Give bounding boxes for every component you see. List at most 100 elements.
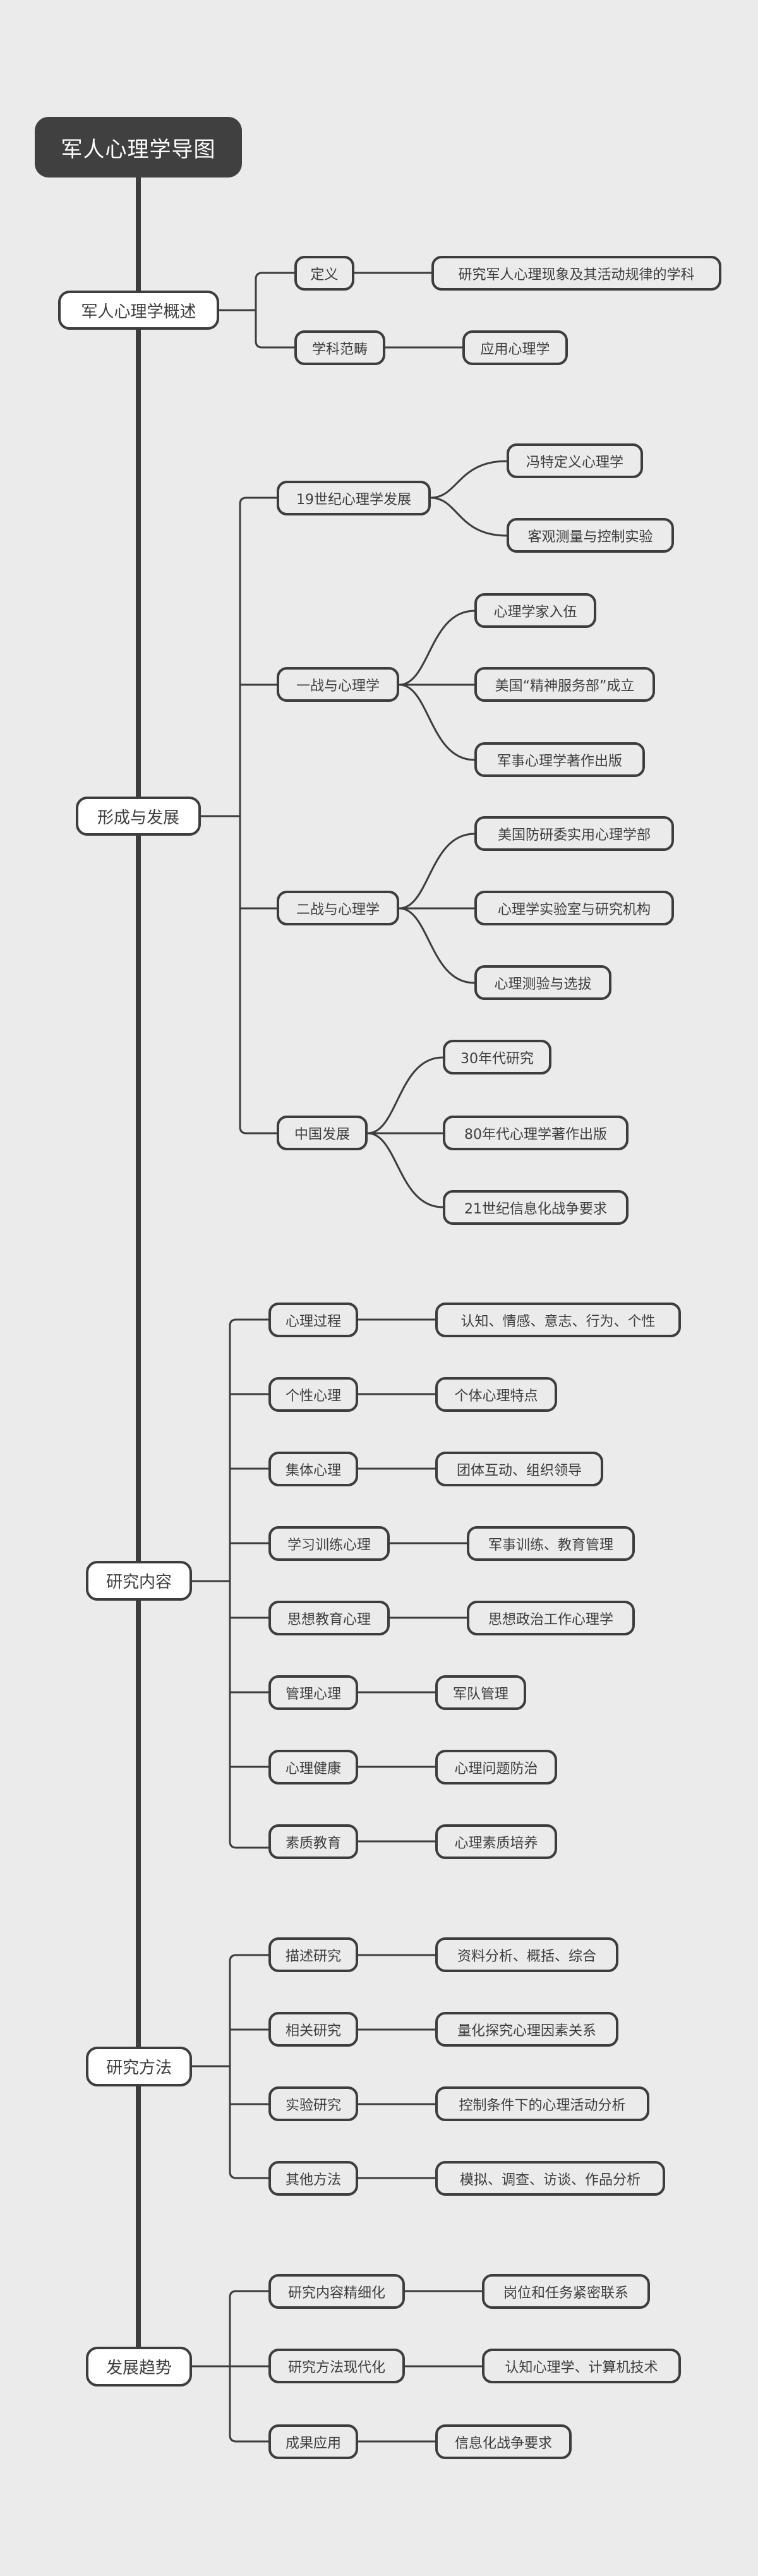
detail-label: 心理学实验室与研究机构 xyxy=(497,901,651,918)
detail-refined-content[interactable]: 岗位和任务紧密联系 xyxy=(482,2274,650,2309)
subtopic-19th-century[interactable]: 19世纪心理学发展 xyxy=(277,481,431,515)
subtopic-other-methods[interactable]: 其他方法 xyxy=(268,2161,358,2196)
branch-formation[interactable]: 形成与发展 xyxy=(76,797,201,836)
subtopic-mental-process[interactable]: 心理过程 xyxy=(268,1303,358,1337)
subtopic-modern-methods[interactable]: 研究方法现代化 xyxy=(268,2349,405,2383)
subtopic-label: 心理健康 xyxy=(285,1760,341,1777)
detail-discipline[interactable]: 应用心理学 xyxy=(462,330,568,365)
detail-label: 军事训练、教育管理 xyxy=(488,1537,613,1553)
subtopic-descriptive[interactable]: 描述研究 xyxy=(268,1937,358,1972)
detail-label: 心理素质培养 xyxy=(454,1835,538,1851)
branch-trends[interactable]: 发展趋势 xyxy=(86,2347,192,2386)
branch-label: 发展趋势 xyxy=(105,2359,172,2378)
subtopic-quality-education[interactable]: 素质教育 xyxy=(268,1824,358,1859)
subtopic-definition[interactable]: 定义 xyxy=(294,256,354,291)
detail-correlational[interactable]: 量化探究心理因素关系 xyxy=(435,2012,618,2047)
branch-label: 形成与发展 xyxy=(97,808,179,828)
detail-label: 军队管理 xyxy=(452,1686,508,1702)
subtopic-ww2[interactable]: 二战与心理学 xyxy=(277,891,399,925)
subtopic-training[interactable]: 学习训练心理 xyxy=(268,1526,390,1561)
detail-label: 认知心理学、计算机技术 xyxy=(505,2359,658,2376)
subtopic-label: 其他方法 xyxy=(285,2172,341,2188)
detail-21st-century[interactable]: 21世纪信息化战争要求 xyxy=(443,1190,629,1225)
detail-label: 个体心理特点 xyxy=(454,1388,538,1404)
detail-label: 团体互动、组织领导 xyxy=(456,1462,582,1479)
subtopic-label: 管理心理 xyxy=(285,1686,341,1702)
detail-label: 冯特定义心理学 xyxy=(526,454,623,471)
detail-label: 80年代心理学著作出版 xyxy=(464,1126,607,1143)
detail-personality[interactable]: 个体心理特点 xyxy=(435,1377,557,1412)
detail-label: 量化探究心理因素关系 xyxy=(457,2023,596,2039)
detail-other-methods[interactable]: 模拟、调查、访谈、作品分析 xyxy=(435,2161,665,2196)
subtopic-application[interactable]: 成果应用 xyxy=(268,2424,358,2459)
subtopic-personality[interactable]: 个性心理 xyxy=(268,1377,358,1412)
detail-label: 岗位和任务紧密联系 xyxy=(503,2285,629,2301)
detail-management[interactable]: 军队管理 xyxy=(435,1675,526,1710)
detail-label: 研究军人心理现象及其活动规律的学科 xyxy=(458,267,695,283)
detail-labs[interactable]: 心理学实验室与研究机构 xyxy=(474,891,674,925)
detail-descriptive[interactable]: 资料分析、概括、综合 xyxy=(435,1937,618,1972)
subtopic-experimental[interactable]: 实验研究 xyxy=(268,2086,358,2121)
subtopic-management[interactable]: 管理心理 xyxy=(268,1675,358,1710)
detail-1980s[interactable]: 80年代心理学著作出版 xyxy=(443,1116,629,1150)
branch-label: 研究方法 xyxy=(105,2059,172,2078)
detail-objective-measure[interactable]: 客观测量与控制实验 xyxy=(507,518,674,553)
branch-label: 军人心理学概述 xyxy=(81,302,196,322)
subtopic-mental-health[interactable]: 心理健康 xyxy=(268,1750,358,1785)
detail-label: 30年代研究 xyxy=(460,1050,534,1067)
branch-research-methods[interactable]: 研究方法 xyxy=(86,2047,192,2086)
subtopic-label: 研究内容精细化 xyxy=(287,2285,385,2301)
subtopic-discipline[interactable]: 学科范畴 xyxy=(294,330,385,365)
detail-mental-health[interactable]: 心理问题防治 xyxy=(435,1750,557,1785)
detail-label: 美国“精神服务部”成立 xyxy=(495,678,635,694)
subtopic-label: 集体心理 xyxy=(285,1462,341,1479)
subtopic-ideological[interactable]: 思想教育心理 xyxy=(268,1601,390,1635)
detail-label: 心理学家入伍 xyxy=(493,604,577,620)
detail-psychologists-enlist[interactable]: 心理学家入伍 xyxy=(474,593,596,628)
detail-quality-education[interactable]: 心理素质培养 xyxy=(435,1824,557,1859)
subtopic-china[interactable]: 中国发展 xyxy=(277,1116,368,1150)
subtopic-label: 中国发展 xyxy=(294,1126,350,1143)
subtopic-label: 定义 xyxy=(310,267,339,283)
branch-overview[interactable]: 军人心理学概述 xyxy=(58,291,219,330)
root-node[interactable]: 军人心理学导图 xyxy=(35,117,242,178)
detail-label: 21世纪信息化战争要求 xyxy=(464,1201,607,1217)
root-label: 军人心理学导图 xyxy=(61,136,216,162)
detail-label: 资料分析、概括、综合 xyxy=(457,1948,596,1965)
detail-ideological[interactable]: 思想政治工作心理学 xyxy=(467,1601,635,1635)
detail-label: 认知、情感、意志、行为、个性 xyxy=(460,1313,656,1330)
detail-wundt[interactable]: 冯特定义心理学 xyxy=(507,443,643,478)
subtopic-collective[interactable]: 集体心理 xyxy=(268,1452,358,1486)
subtopic-label: 学习训练心理 xyxy=(287,1537,371,1553)
detail-1930s[interactable]: 30年代研究 xyxy=(443,1040,551,1074)
subtopic-label: 一战与心理学 xyxy=(296,678,380,694)
subtopic-label: 描述研究 xyxy=(285,1948,341,1965)
detail-label: 美国防研委实用心理学部 xyxy=(497,827,651,843)
detail-application[interactable]: 信息化战争要求 xyxy=(435,2424,572,2459)
detail-label: 模拟、调查、访谈、作品分析 xyxy=(459,2172,641,2188)
detail-mental-process[interactable]: 认知、情感、意志、行为、个性 xyxy=(435,1303,681,1337)
detail-label: 控制条件下的心理活动分析 xyxy=(459,2097,626,2114)
detail-modern-methods[interactable]: 认知心理学、计算机技术 xyxy=(482,2349,681,2383)
detail-experimental[interactable]: 控制条件下的心理活动分析 xyxy=(435,2086,649,2121)
subtopic-refined-content[interactable]: 研究内容精细化 xyxy=(268,2274,405,2309)
subtopic-correlational[interactable]: 相关研究 xyxy=(268,2012,358,2047)
subtopic-label: 素质教育 xyxy=(285,1835,341,1851)
detail-definition[interactable]: 研究军人心理现象及其活动规律的学科 xyxy=(431,256,721,291)
subtopic-ww1[interactable]: 一战与心理学 xyxy=(277,667,399,702)
branch-research-content[interactable]: 研究内容 xyxy=(86,1561,192,1601)
detail-label: 心理问题防治 xyxy=(454,1760,538,1777)
detail-testing-selection[interactable]: 心理测验与选拔 xyxy=(474,965,611,1000)
detail-ndrc[interactable]: 美国防研委实用心理学部 xyxy=(474,816,674,851)
detail-military-publications[interactable]: 军事心理学著作出版 xyxy=(474,742,645,777)
detail-training[interactable]: 军事训练、教育管理 xyxy=(467,1526,635,1561)
subtopic-label: 研究方法现代化 xyxy=(287,2359,385,2376)
detail-label: 信息化战争要求 xyxy=(454,2435,552,2452)
subtopic-label: 相关研究 xyxy=(285,2023,341,2039)
subtopic-label: 个性心理 xyxy=(285,1388,341,1404)
detail-label: 客观测量与控制实验 xyxy=(527,529,653,545)
detail-mental-service[interactable]: 美国“精神服务部”成立 xyxy=(474,667,655,702)
detail-collective[interactable]: 团体互动、组织领导 xyxy=(435,1452,603,1486)
